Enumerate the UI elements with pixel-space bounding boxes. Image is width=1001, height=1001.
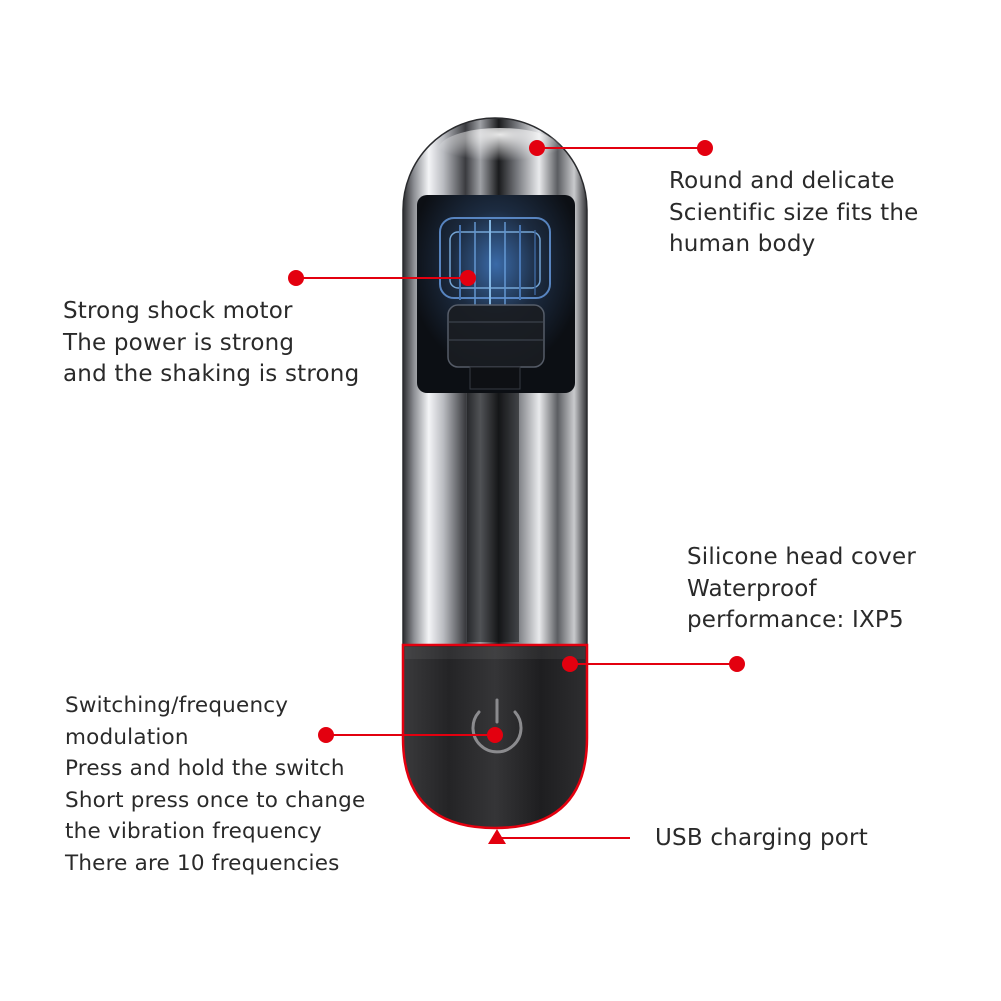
label-line: Waterproof xyxy=(687,575,817,602)
dome-highlight xyxy=(438,128,562,172)
label-line: There are 10 frequencies xyxy=(65,850,340,876)
triangle-up-icon xyxy=(488,829,506,844)
label-line: Switching/frequency xyxy=(65,693,289,718)
callout-switch xyxy=(318,727,503,743)
label-line: modulation xyxy=(65,724,189,750)
label-line: Silicone head cover xyxy=(687,544,916,570)
label-line: Short press once to change xyxy=(65,787,366,813)
label-line: USB charging port xyxy=(655,825,868,851)
callout-label-motor: Strong shock motor The power is strong a… xyxy=(63,296,359,391)
label-line: the vibration frequency xyxy=(65,819,322,844)
callout-label-silicone: Silicone head cover Waterproof performan… xyxy=(687,542,916,637)
label-line: Scientific size fits the xyxy=(669,199,919,226)
label-line: and the shaking is strong xyxy=(63,361,360,387)
callout-top-right xyxy=(529,140,713,156)
label-line: Round and delicate xyxy=(669,168,895,194)
internal-shaft xyxy=(467,392,519,642)
callout-label-usb: USB charging port xyxy=(655,823,868,855)
label-line: human body xyxy=(669,231,816,257)
callout-label-shape: Round and delicate Scientific size fits … xyxy=(669,166,918,261)
label-line: Press and hold the switch xyxy=(65,756,345,781)
callout-motor xyxy=(288,270,476,286)
power-icon[interactable] xyxy=(471,698,523,754)
label-line: Strong shock motor xyxy=(63,298,293,324)
label-line: performance: IXP5 xyxy=(687,607,904,633)
label-line: The power is strong xyxy=(63,329,295,356)
callout-silicone xyxy=(562,656,745,672)
callout-label-switch: Switching/frequency modulation Press and… xyxy=(65,690,365,879)
motor-internals xyxy=(439,217,551,390)
